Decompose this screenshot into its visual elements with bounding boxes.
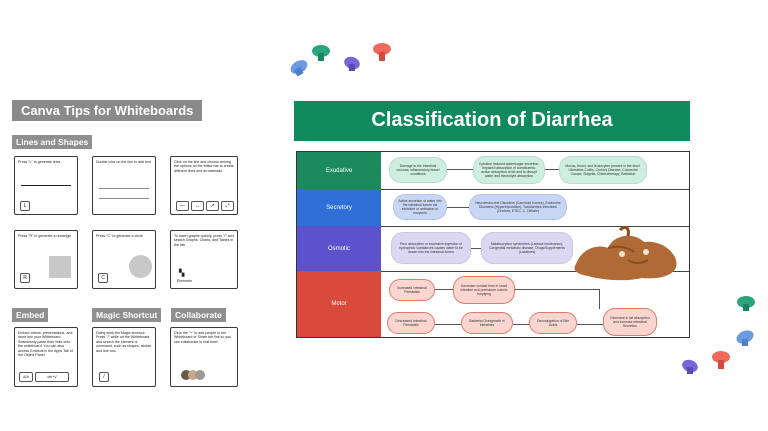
circle-sample [129, 255, 152, 278]
key-badge: R [20, 273, 30, 283]
avatar [188, 370, 198, 380]
node-osmotic-examples[interactable]: Malabsorption syndromes (Lactose intoler… [481, 232, 573, 264]
key-badge: L [20, 201, 30, 211]
tip-card-double-click[interactable]: Double click on the line to add text [92, 156, 156, 215]
node-motor-fat-absorption[interactable]: Decrease in fat absorption and increase … [603, 308, 657, 336]
mushroom-sticker-icon [290, 60, 308, 77]
key-badge: / [99, 372, 109, 382]
rectangle-sample [49, 256, 71, 278]
node-motor-increased-peristalsis[interactable]: Increased Intestinal Peristalsis [389, 279, 435, 301]
tip-card-embed[interactable]: Embed videos, presentations, and more in… [14, 327, 78, 387]
tip-card-text: To insert graphs quickly, press "/" and … [174, 234, 234, 247]
node-secretory-examples[interactable]: Neuroendocrine Disorders (Carcinoid tumo… [469, 194, 567, 220]
node-exudative-mechanism[interactable]: Cytokine induced water/sugar secretion, … [473, 156, 545, 184]
poop-illustration-icon[interactable] [568, 222, 684, 284]
node-secretory-cause[interactable]: Active secretion of water into the intes… [393, 194, 447, 220]
key-badge: A/A [19, 372, 33, 382]
line-sample [99, 188, 149, 189]
row-divider [381, 189, 689, 190]
row-label-motor: Motor [297, 271, 381, 337]
connector-arrow [513, 324, 529, 325]
tip-card-line[interactable]: Press "L" to generate lines L [14, 156, 78, 215]
node-osmotic-cause[interactable]: Poor absorption or excessive ingestion o… [391, 232, 471, 264]
line-style-icon: ↗ [206, 201, 219, 211]
node-motor-decreased-contact[interactable]: Decrease contact time in small intestine… [453, 276, 515, 304]
avatar [195, 370, 205, 380]
node-motor-decreased-peristalsis[interactable]: Decreased Intestinal Peristalsis [387, 312, 435, 334]
mushroom-stickers-top [290, 43, 391, 77]
row-label-osmotic: Osmotic [297, 226, 381, 271]
connector-arrow [471, 248, 481, 249]
tip-card-text: Press "R" to generate a rectangle [18, 234, 72, 238]
section-lines-shapes: Lines and Shapes [12, 135, 93, 149]
mushroom-sticker-icon [712, 351, 730, 369]
connector-arrow [447, 207, 469, 208]
connector-arrow [577, 324, 603, 325]
line-style-icon: ⤢ [221, 201, 234, 211]
mushroom-sticker-icon [344, 56, 360, 71]
board-title[interactable]: Classification of Diarrhea [294, 101, 690, 141]
connector-arrow [545, 169, 561, 170]
elements-label: Elements [177, 279, 192, 283]
row-divider [381, 271, 689, 272]
row-divider [381, 226, 689, 227]
mushroom-sticker-icon [312, 45, 330, 61]
connector-arrow [435, 324, 461, 325]
line-style-icon: ↔ [191, 201, 204, 211]
mushroom-sticker-icon [373, 43, 391, 61]
section-magic-shortcut: Magic Shortcut [92, 308, 162, 322]
mushroom-sticker-icon [736, 330, 754, 346]
tip-card-text: Doing work the Magic shortcut: Press "/"… [96, 331, 152, 353]
mushroom-stickers-right [682, 296, 755, 374]
tip-card-text: Click on the line and choose among the o… [174, 160, 234, 173]
mushroom-sticker-icon [737, 296, 755, 311]
key-badge: C [98, 273, 108, 283]
tip-card-graphs[interactable]: To insert graphs quickly, press "/" and … [170, 230, 238, 289]
node-motor-bile-deconjugation[interactable]: Deconjugation of Bile Acids [529, 312, 577, 334]
elements-grid-icon: ▚ [179, 270, 185, 277]
connector-arrow [435, 289, 453, 290]
node-exudative-examples[interactable]: Mucus, blood, and leukocytes present in … [559, 156, 647, 184]
row-label-secretory: Secretory [297, 189, 381, 226]
line-sample [21, 185, 71, 186]
tips-title: Canva Tips for Whiteboards [12, 100, 203, 121]
connector-arrow [447, 169, 475, 170]
line-style-icon: — [176, 201, 189, 211]
avatar [181, 370, 191, 380]
tip-card-collaborate[interactable]: Click the "+" to add people to the White… [170, 327, 238, 387]
line-sample [99, 198, 149, 199]
tip-card-click-line[interactable]: Click on the line and choose among the o… [170, 156, 238, 215]
connector-arrow [515, 289, 599, 290]
tip-card-text: Press "C" to generate a circle [96, 234, 143, 238]
tip-card-text: Press "L" to generate lines [18, 160, 61, 164]
node-exudative-cause[interactable]: Damage to the intestinal mucosa; inflamm… [389, 157, 447, 183]
tip-card-text: Click the "+" to add people to the White… [174, 331, 232, 344]
row-label-exudative: Exudative [297, 152, 381, 189]
section-embed: Embed [12, 308, 49, 322]
node-motor-bacterial-overgrowth[interactable]: Bacterial Overgrowth in Intestines [461, 312, 513, 334]
tip-card-circle[interactable]: Press "C" to generate a circle C [92, 230, 156, 289]
key-badge: ctrl+V [35, 372, 69, 382]
tip-card-rectangle[interactable]: Press "R" to generate a rectangle R [14, 230, 78, 289]
connector-arrow [599, 289, 600, 309]
mushroom-sticker-icon [682, 359, 698, 374]
section-collaborate: Collaborate [171, 308, 226, 322]
tip-card-magic[interactable]: Doing work the Magic shortcut: Press "/"… [92, 327, 156, 387]
tip-card-text: Embed videos, presentations, and more in… [18, 331, 73, 358]
tip-card-text: Double click on the line to add text [96, 160, 151, 164]
